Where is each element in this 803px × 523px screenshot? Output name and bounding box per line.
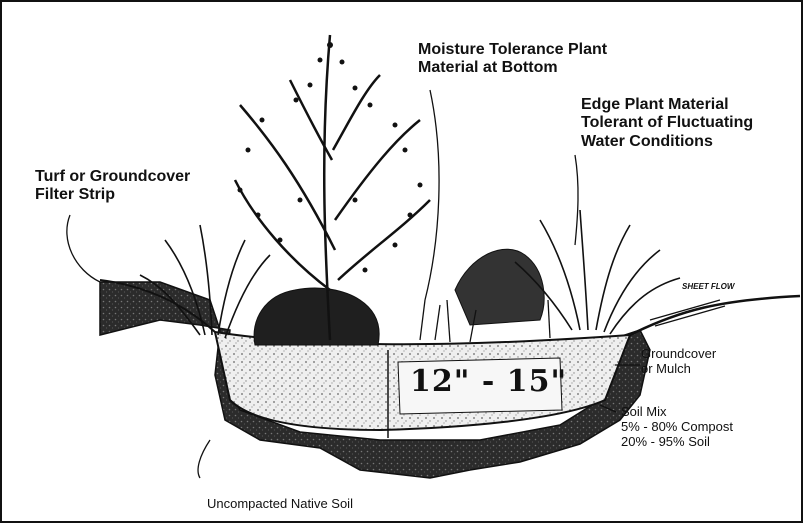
label-groundcover-mulch: Groundcover or Mulch bbox=[641, 347, 716, 377]
label-line: Tolerant of Fluctuating bbox=[581, 114, 753, 132]
label-line: 20% - 95% Soil bbox=[621, 435, 733, 450]
label-sheet-flow: SHEET FLOW bbox=[682, 282, 734, 291]
label-line: or Mulch bbox=[641, 362, 716, 377]
label-soil-mix: Soil Mix 5% - 80% Compost 20% - 95% Soil bbox=[621, 405, 733, 450]
label-line: Filter Strip bbox=[35, 186, 190, 204]
label-line: Material at Bottom bbox=[418, 59, 607, 77]
label-depth: 12" - 15" bbox=[410, 365, 567, 400]
center-shrub bbox=[455, 249, 544, 325]
left-shrub bbox=[254, 288, 379, 345]
label-line: Soil Mix bbox=[621, 405, 733, 420]
label-line: Water Conditions bbox=[581, 133, 753, 151]
label-moisture-tolerance: Moisture Tolerance Plant Material at Bot… bbox=[418, 41, 607, 78]
label-edge-plant: Edge Plant Material Tolerant of Fluctuat… bbox=[581, 96, 753, 151]
label-line: 5% - 80% Compost bbox=[621, 420, 733, 435]
label-turf-filter-strip: Turf or Groundcover Filter Strip bbox=[35, 168, 190, 205]
label-line: Moisture Tolerance Plant bbox=[418, 41, 607, 59]
label-line: Groundcover bbox=[641, 347, 716, 362]
label-native-soil: Uncompacted Native Soil bbox=[207, 497, 353, 512]
label-line: Turf or Groundcover bbox=[35, 168, 190, 186]
label-line: Edge Plant Material bbox=[581, 96, 753, 114]
